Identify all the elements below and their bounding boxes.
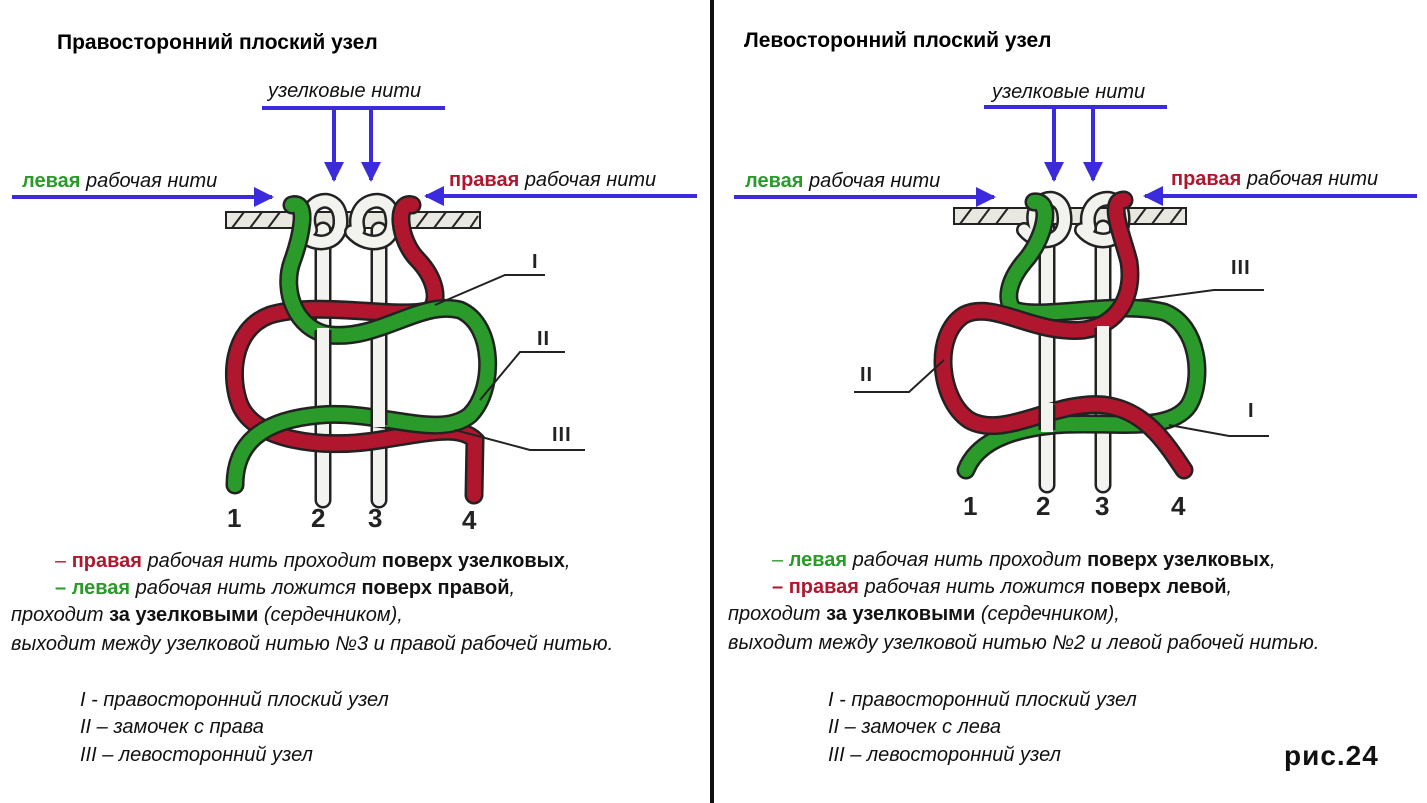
dash: – [772, 576, 784, 598]
desc-end: , [564, 550, 571, 572]
roman-label-1: I [532, 251, 539, 273]
left-sided-knot-panel: Левосторонний плоский узел [714, 0, 1427, 803]
right-working-rest: рабочая нити [524, 169, 657, 191]
panel-title: Левосторонний плоский узел [744, 29, 1052, 52]
desc-line-2: – левая рабочая нить ложится поверх прав… [55, 577, 515, 600]
desc-text: рабочая нить проходит [147, 550, 377, 572]
roman-label-2: II [537, 328, 551, 350]
thread-number-3: 3 [368, 503, 383, 533]
thread-number-4: 4 [462, 505, 477, 535]
desc-line-1: – левая рабочая нить проходит поверх узе… [772, 549, 1276, 572]
roman-label-3: III [1231, 257, 1251, 279]
thread-number-2: 2 [311, 503, 326, 533]
roman-label-1: I [1248, 400, 1255, 422]
legend-item-1: I - правосторонний плоский узел [828, 689, 1137, 711]
left-keyword: левая [745, 170, 804, 192]
pointer-lines [854, 289, 1269, 437]
dash: – [55, 550, 67, 572]
dash: – [772, 549, 784, 571]
red-working-thread [933, 190, 1194, 480]
right-working-rest: рабочая нити [1246, 168, 1379, 190]
pointer-arrows [734, 105, 1417, 207]
desc-line-4: выходит между узелковой нитью №3 и право… [11, 633, 614, 655]
pointer-lines [434, 274, 585, 451]
thread-number-1: 1 [963, 491, 978, 521]
desc-end: , [509, 577, 516, 599]
desc-line-4: выходит между узелковой нитью №2 и левой… [728, 632, 1320, 654]
right-working-thread-label: правая рабочая нити [1171, 168, 1378, 191]
desc-bold: за узелковыми [109, 604, 259, 626]
desc-text: рабочая нить ложится [135, 577, 356, 599]
knot-diagram [734, 105, 1417, 494]
desc-text: проходит [11, 604, 104, 626]
left-working-rest: рабочая нити [85, 170, 218, 192]
desc-bold: поверх узелковых [381, 550, 565, 572]
desc-text: проходит [728, 603, 821, 625]
thread-number-4: 4 [1171, 491, 1186, 521]
core-threads [292, 192, 401, 509]
desc-bold: поверх узелковых [1087, 549, 1270, 571]
desc-keyword: правая [788, 576, 859, 598]
right-working-thread-label: правая рабочая нити [449, 169, 656, 192]
desc-bold: поверх правой [361, 577, 510, 599]
legend-item-1: I - правосторонний плоский узел [80, 689, 389, 711]
panel-title: Правосторонний плоский узел [57, 31, 378, 54]
knot-diagram [12, 106, 697, 509]
legend-item-3: III – левосторонний узел [828, 744, 1061, 766]
left-keyword: левая [22, 170, 81, 192]
panel-divider [710, 0, 714, 803]
desc-line-2: – правая рабочая нить ложится поверх лев… [772, 576, 1232, 599]
desc-end: , [1226, 576, 1233, 598]
legend-item-2: II – замочек с лева [828, 716, 1002, 738]
red-working-thread [225, 195, 485, 505]
dash: – [55, 577, 67, 599]
right-keyword: правая [449, 169, 520, 191]
roman-label-2: II [860, 364, 874, 386]
green-working-thread [225, 195, 498, 495]
thread-number-1: 1 [227, 503, 242, 533]
desc-bold: поверх левой [1090, 576, 1227, 598]
legend-item-2: II – замочек с права [80, 716, 264, 738]
roman-label-3: III [552, 424, 572, 446]
right-sided-knot-panel: Правосторонний плоский узел [0, 0, 710, 803]
figure-label: рис.24 [1284, 740, 1379, 771]
desc-keyword: левая [71, 577, 131, 599]
desc-end: , [1269, 549, 1276, 571]
desc-keyword: правая [71, 550, 142, 572]
desc-text: рабочая нить ложится [864, 576, 1085, 598]
left-working-rest: рабочая нити [808, 170, 941, 192]
desc-keyword: левая [788, 549, 848, 571]
desc-text: рабочая нить проходит [852, 549, 1082, 571]
left-working-thread-label: левая рабочая нити [22, 170, 217, 193]
legend-item-3: III – левосторонний узел [80, 744, 313, 766]
desc-line-3: проходит за узелковыми (сердечником), [728, 603, 1120, 626]
thread-number-2: 2 [1036, 491, 1051, 521]
desc-text: (сердечником), [263, 604, 403, 626]
pointer-arrows [12, 106, 697, 207]
core-threads-label: узелковые нити [268, 80, 422, 102]
left-working-thread-label: левая рабочая нити [745, 170, 940, 193]
right-keyword: правая [1171, 168, 1242, 190]
desc-text: (сердечником), [980, 603, 1120, 625]
thread-number-3: 3 [1095, 491, 1110, 521]
desc-bold: за узелковыми [826, 603, 976, 625]
desc-line-1: – правая рабочая нить проходит поверх уз… [55, 550, 570, 573]
core-threads-label: узелковые нити [992, 81, 1146, 103]
desc-line-3: проходит за узелковыми (сердечником), [11, 604, 403, 627]
